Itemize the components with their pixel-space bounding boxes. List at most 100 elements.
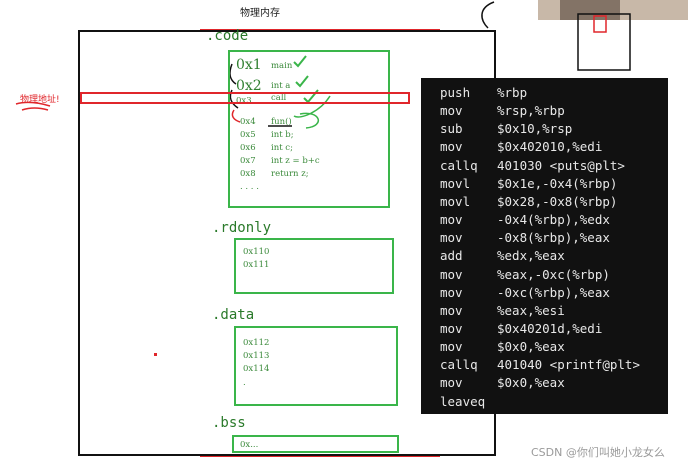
- phys-scribble2: [21, 107, 49, 111]
- segment-label-data: .data: [212, 307, 255, 323]
- code-row-return: return z;: [271, 169, 309, 179]
- asm-operands: 401040 <printf@plt>: [497, 357, 640, 373]
- asm-line: mov $0x0,%eax: [440, 339, 565, 354]
- asm-operands: -0xc(%rbp),%eax: [497, 284, 610, 300]
- data-addr-0x112: 0x112: [243, 338, 270, 348]
- code-ellipsis: . . . .: [240, 182, 259, 192]
- asm-line: push %rbp: [440, 85, 527, 100]
- code-row-call: call: [271, 93, 287, 103]
- asm-opcode: sub: [440, 121, 463, 137]
- asm-operands: %eax,-0xc(%rbp): [497, 266, 610, 282]
- segment-label-code: .code: [206, 28, 249, 44]
- asm-opcode: mov: [440, 139, 463, 155]
- asm-operands: %rsp,%rbp: [497, 103, 565, 119]
- asm-line: mov $0x40201d,%edi: [440, 321, 602, 336]
- asm-line: mov -0x8(%rbp),%eax: [440, 230, 610, 245]
- data-segment-box: [234, 326, 398, 406]
- code-row-int-b: int b;: [271, 130, 294, 140]
- phys-scribble: [15, 101, 51, 107]
- asm-line: callq 401040 <printf@plt>: [440, 357, 640, 372]
- assembly-panel: [421, 78, 668, 414]
- bss-segment-box: [232, 435, 399, 453]
- webcam-person: [560, 0, 620, 20]
- code-row-int-z: int z = b+c: [271, 156, 320, 166]
- asm-operands: $0x10,%rsp: [497, 121, 573, 137]
- asm-opcode: mov: [440, 339, 463, 355]
- asm-operands: -0x8(%rbp),%eax: [497, 230, 610, 246]
- asm-operands: $0x402010,%edi: [497, 139, 603, 155]
- code-addr-0x4: 0x4: [240, 117, 256, 127]
- fun-loop: [299, 112, 319, 129]
- physical-address-label: 物理地址!: [20, 95, 60, 105]
- asm-line: mov -0x4(%rbp),%edx: [440, 212, 610, 227]
- code-row-int-a: int a: [271, 81, 291, 91]
- asm-operands: $0x0,%eax: [497, 339, 565, 355]
- data-addr-0x114: 0x114: [243, 364, 270, 374]
- code-addr-0x5: 0x5: [240, 130, 256, 140]
- red-arrow: [231, 109, 241, 123]
- asm-line: mov %rsp,%rbp: [440, 103, 565, 118]
- asm-opcode: mov: [440, 212, 463, 228]
- curly-arrow: [481, 1, 495, 29]
- asm-operands: %eax,%esi: [497, 302, 565, 318]
- asm-opcode: movl: [440, 175, 471, 191]
- segment-label-bss: .bss: [212, 415, 246, 431]
- asm-line: sub $0x10,%rsp: [440, 121, 572, 136]
- asm-opcode: movl: [440, 193, 471, 209]
- code-addr-0x1: 0x1: [236, 57, 262, 73]
- check-2: [295, 75, 309, 88]
- code-addr-0x3: 0x3: [236, 96, 252, 106]
- rdonly-addr-0x111: 0x111: [243, 260, 270, 270]
- asm-operands: $0x0,%eax: [497, 375, 565, 391]
- asm-opcode: leaveq: [440, 393, 486, 409]
- asm-opcode: callq: [440, 157, 478, 173]
- asm-opcode: mov: [440, 375, 463, 391]
- asm-line: mov $0x402010,%edi: [440, 139, 602, 154]
- asm-line: mov $0x0,%eax: [440, 375, 565, 390]
- sketch-box-inner: [593, 15, 607, 33]
- code-addr-0x8: 0x8: [240, 169, 256, 179]
- asm-opcode: add: [440, 248, 463, 264]
- asm-opcode: callq: [440, 357, 478, 373]
- asm-line: movl $0x28,-0x8(%rbp): [440, 194, 617, 209]
- asm-operands: %edx,%eax: [497, 248, 565, 264]
- asm-opcode: mov: [440, 284, 463, 300]
- asm-line: add %edx,%eax: [440, 248, 565, 263]
- data-ellipsis: .: [243, 378, 246, 388]
- asm-line: leaveq: [440, 394, 497, 409]
- segment-label-rdonly: .rdonly: [212, 220, 272, 236]
- code-addr-0x2: 0x2: [236, 78, 262, 94]
- asm-operands: $0x40201d,%edi: [497, 320, 603, 336]
- rdonly-addr-0x110: 0x110: [243, 247, 270, 257]
- rdonly-segment-box: [234, 238, 394, 294]
- diagram-title: 物理内存: [240, 8, 280, 19]
- asm-opcode: push: [440, 85, 471, 100]
- asm-operands: 401030 <puts@plt>: [497, 157, 625, 173]
- asm-line: mov %eax,-0xc(%rbp): [440, 267, 610, 282]
- asm-opcode: mov: [440, 302, 463, 318]
- asm-operands: -0x4(%rbp),%edx: [497, 212, 610, 228]
- asm-line: callq 401030 <puts@plt>: [440, 158, 625, 173]
- asm-opcode: mov: [440, 103, 463, 119]
- asm-line: mov -0xc(%rbp),%eax: [440, 285, 610, 300]
- asm-operands: $0x1e,-0x4(%rbp): [497, 175, 618, 191]
- red-dot: [154, 353, 157, 356]
- check-1: [293, 55, 307, 68]
- code-addr-0x7: 0x7: [240, 156, 256, 166]
- asm-line: movl $0x1e,-0x4(%rbp): [440, 176, 617, 191]
- asm-opcode: mov: [440, 266, 463, 282]
- asm-line: mov %eax,%esi: [440, 303, 565, 318]
- watermark: CSDN @你们叫她小龙女么: [531, 446, 665, 459]
- code-row-int-c: int c;: [271, 143, 293, 153]
- code-addr-0x6: 0x6: [240, 143, 256, 153]
- code-segment-box: [228, 50, 390, 208]
- code-row-main: main: [271, 61, 293, 71]
- asm-opcode: mov: [440, 320, 463, 336]
- code-row-fun: fun(): [271, 117, 292, 127]
- sketch-box: [577, 13, 631, 71]
- asm-operands: %rbp: [497, 85, 528, 100]
- black-arrow-1: [229, 63, 237, 85]
- asm-opcode: mov: [440, 230, 463, 246]
- asm-operands: $0x28,-0x8(%rbp): [497, 193, 618, 209]
- data-addr-0x113: 0x113: [243, 351, 270, 361]
